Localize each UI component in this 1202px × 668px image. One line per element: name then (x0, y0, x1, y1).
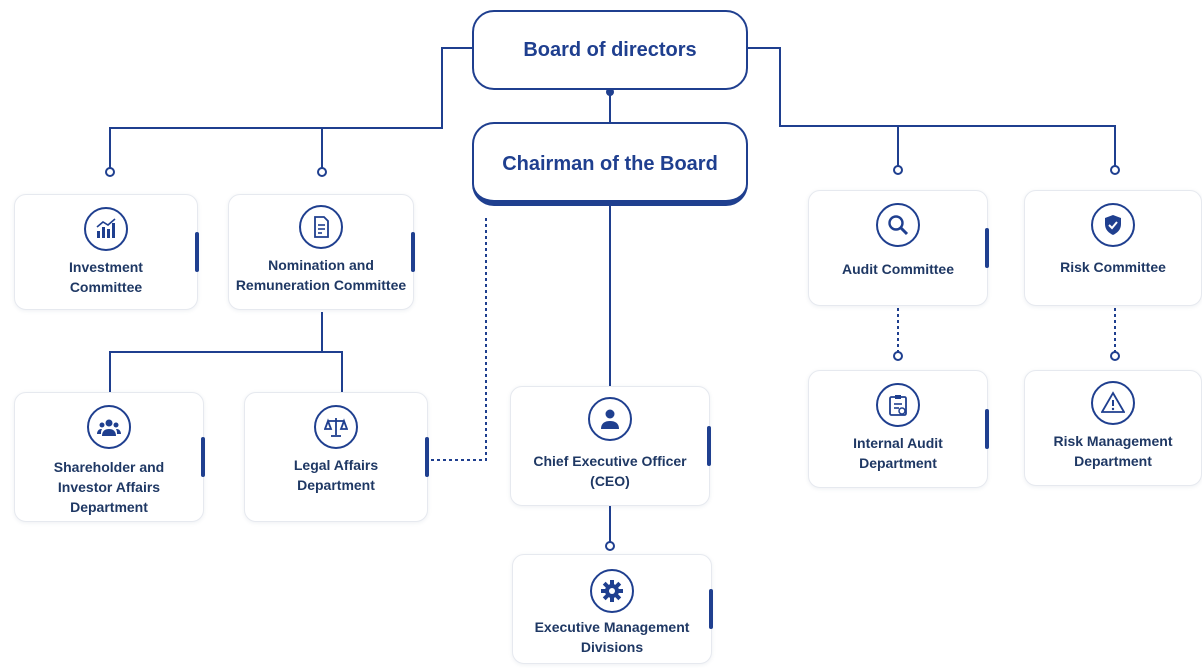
board-of-directors-box: Board of directors (472, 10, 748, 90)
accent-bar (201, 437, 205, 477)
investment-committee-label: Investment Committee (69, 259, 143, 295)
people-group-icon (87, 405, 131, 449)
clipboard-icon (876, 383, 920, 427)
accent-bar (707, 426, 711, 466)
shareholder-department-label: Shareholder and Investor Affairs Departm… (53, 459, 165, 515)
risk-committee-label: Risk Committee (1060, 259, 1166, 275)
audit-committee-label: Audit Committee (842, 261, 954, 277)
chairman-box: Chairman of the Board (472, 122, 748, 206)
legal-affairs-box: Legal Affairs Department (244, 392, 429, 522)
shareholder-department-box: Shareholder and Investor Affairs Departm… (14, 392, 205, 522)
ceo-label: Chief Executive Officer (CEO) (533, 453, 687, 489)
warning-icon (1091, 381, 1135, 425)
nomination-committee-box: Nomination and Remuneration Committee (228, 194, 415, 310)
risk-management-box: Risk Management Department (1024, 370, 1202, 486)
scales-icon (314, 405, 358, 449)
investment-committee-box: Investment Committee (14, 194, 199, 310)
chairman-title: Chairman of the Board (502, 153, 718, 175)
accent-bar (709, 589, 713, 629)
accent-bar (985, 228, 989, 268)
document-icon (299, 205, 343, 249)
executive-divisions-label: Executive Management Divisions (534, 619, 690, 655)
risk-committee-box: Risk Committee (1024, 190, 1202, 306)
internal-audit-box: Internal Audit Department (808, 370, 989, 488)
accent-bar (195, 232, 199, 272)
accent-bar (425, 437, 429, 477)
internal-audit-label: Internal Audit Department (853, 435, 943, 471)
accent-bar (411, 232, 415, 272)
audit-committee-box: Audit Committee (808, 190, 989, 306)
ceo-box: Chief Executive Officer (CEO) (510, 386, 711, 506)
accent-bar (985, 409, 989, 449)
shield-icon (1091, 203, 1135, 247)
legal-affairs-label: Legal Affairs Department (293, 457, 379, 493)
executive-divisions-box: Executive Management Divisions (512, 554, 713, 664)
board-title: Board of directors (523, 39, 697, 61)
bar-chart-icon (84, 207, 128, 251)
person-icon (588, 397, 632, 441)
gear-icon (590, 569, 634, 613)
nomination-committee-label: Nomination and Remuneration Committee (235, 257, 407, 293)
magnifier-icon (876, 203, 920, 247)
risk-management-label: Risk Management Department (1053, 433, 1173, 469)
